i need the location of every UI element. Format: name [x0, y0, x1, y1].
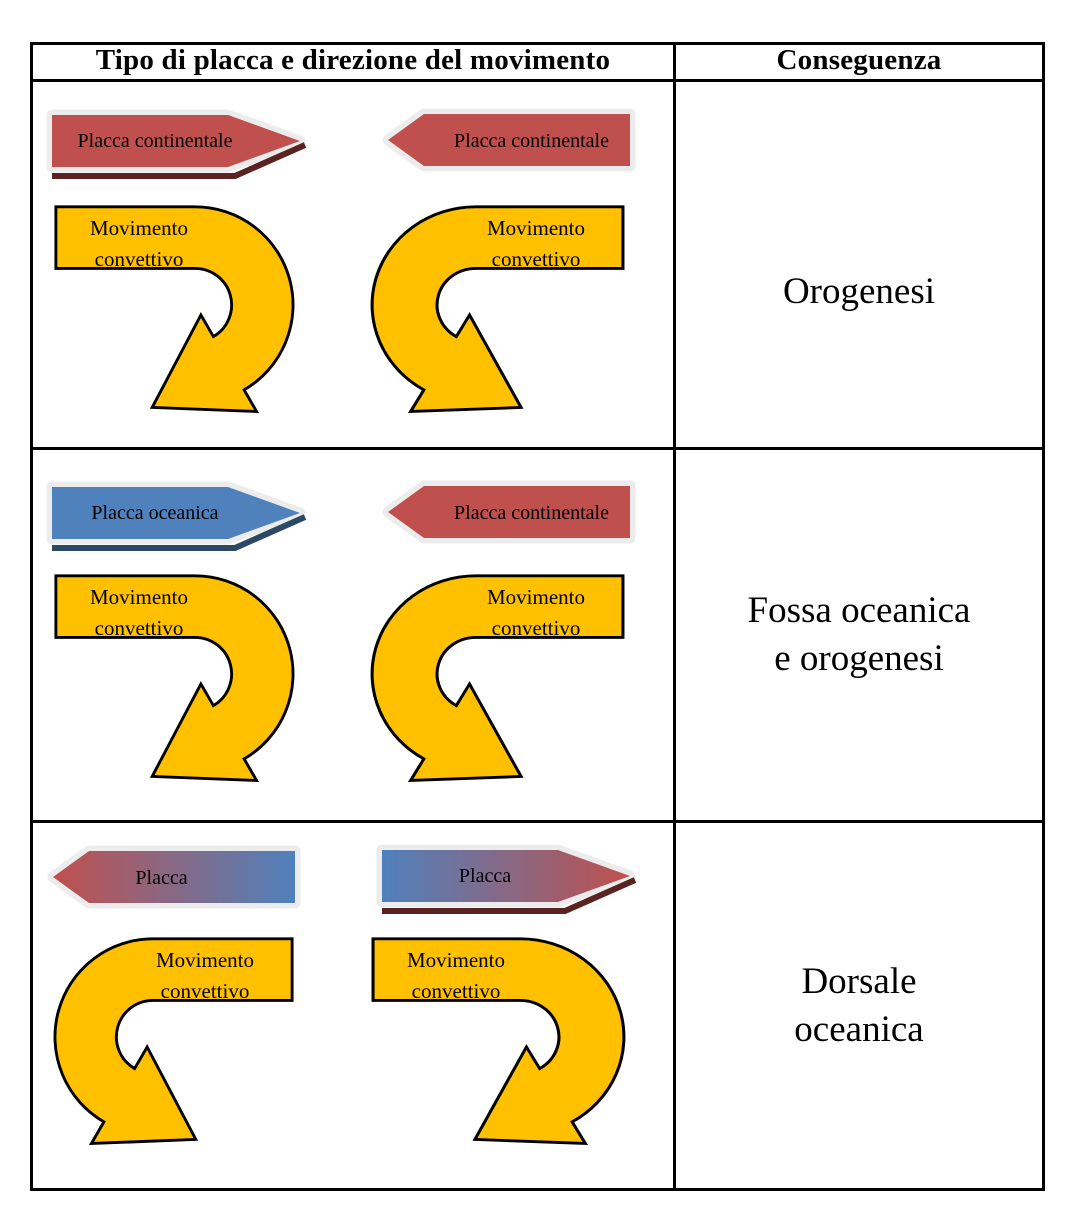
row2-separator — [30, 820, 1045, 823]
plate-shadow-stroke — [52, 142, 307, 179]
curved-arrow-graphic — [371, 937, 626, 1146]
consequence-text-line1: Orogenesi — [782, 271, 936, 312]
table-border-top — [30, 42, 1045, 45]
convection-label: Movimento convettivo — [55, 582, 223, 644]
convection-label: Movimento convettivo — [452, 213, 620, 275]
header-consequence-column: Conseguenza — [776, 44, 942, 76]
convection-label-line2: convettivo — [160, 979, 250, 1003]
row1-left-convection-arrow: Movimento convettivo — [53, 203, 295, 429]
plate-pentagon-right — [382, 850, 630, 902]
convection-label: Movimento convettivo — [372, 945, 540, 1007]
consequence-text-line2: oceanica — [794, 1008, 924, 1050]
convection-label: Movimento convettivo — [121, 945, 289, 1007]
row3-right-plate-arrow: Placca — [375, 840, 645, 922]
row2-left-convection-arrow: Movimento convettivo — [53, 572, 295, 798]
curved-arrow-graphic — [54, 205, 295, 414]
row2-left-plate-arrow: Placca oceanica — [45, 477, 315, 559]
plate-label: Placca continentale — [454, 129, 609, 152]
convection-label-line2: convettivo — [94, 616, 184, 640]
plate-arrow-graphic — [46, 109, 307, 179]
plate-pentagon-left — [388, 486, 630, 538]
plate-label: Placca continentale — [454, 501, 609, 524]
consequence-text-line1: Dorsale — [801, 960, 917, 1002]
row2-right-convection-arrow: Movimento convettivo — [370, 572, 626, 798]
plate-arrow-graphic — [46, 481, 307, 551]
curved-arrow-path — [54, 205, 295, 414]
consequence-text-line1: Fossa oceanica — [747, 590, 971, 631]
curved-arrow-graphic — [53, 937, 294, 1146]
convection-label-line2: convettivo — [94, 247, 184, 271]
row3-left-convection-arrow: Movimento convettivo — [53, 935, 295, 1161]
row3-left-plate-arrow: Placca — [45, 842, 303, 912]
row1-separator — [30, 447, 1045, 450]
row1-right-convection-arrow: Movimento convettivo — [370, 203, 626, 429]
header-movement-column: Tipo di placca e direzione del movimento — [95, 44, 611, 76]
convection-label-line1: Movimento — [487, 216, 585, 240]
plate-shadow-stroke — [52, 514, 307, 551]
column-divider — [673, 42, 676, 1191]
curved-arrow-graphic — [370, 574, 625, 783]
curved-arrow-graphic — [370, 205, 625, 414]
row2-right-plate-arrow: Placca continentale — [380, 477, 638, 547]
plate-arrow-graphic — [382, 480, 636, 544]
plate-label: Placca continentale — [77, 129, 233, 152]
convection-label: Movimento convettivo — [452, 582, 620, 644]
curved-arrow-path — [54, 574, 295, 783]
plate-shadow-stroke — [382, 877, 637, 914]
row1-right-plate-arrow: Placca continentale — [380, 105, 638, 175]
consequence-dorsale-oceanica: Dorsale oceanica — [676, 823, 1042, 1188]
curved-arrow-path — [371, 937, 626, 1146]
convection-label-line1: Movimento — [90, 585, 188, 609]
consequence-fossa-oceanica: Fossa oceanica e orogenesi — [676, 450, 1042, 820]
plate-pentagon-right — [52, 487, 300, 539]
convection-label-line1: Movimento — [407, 948, 505, 972]
plate-arrow-graphic — [376, 844, 637, 914]
convection-label-line1: Movimento — [487, 585, 585, 609]
curved-arrow-path — [370, 205, 625, 414]
plate-pentagon-left — [53, 851, 295, 903]
convection-label-line1: Movimento — [156, 948, 254, 972]
table-border-bottom — [30, 1188, 1045, 1191]
consequence-text-line2: e orogenesi — [774, 638, 944, 679]
row1-left-plate-arrow: Placca continentale — [45, 105, 315, 187]
curved-arrow-path — [370, 574, 625, 783]
convection-label-line1: Movimento — [90, 216, 188, 240]
plate-arrow-graphic — [382, 108, 636, 172]
plate-label: Placca — [135, 866, 188, 889]
convection-label-line2: convettivo — [491, 247, 581, 271]
plate-label: Placca — [458, 864, 512, 887]
table-border-right — [1042, 42, 1045, 1191]
curved-arrow-graphic — [54, 574, 295, 783]
header-separator — [30, 79, 1045, 82]
plate-label: Placca oceanica — [91, 501, 219, 524]
convection-label-line2: convettivo — [411, 979, 501, 1003]
convection-label: Movimento convettivo — [55, 213, 223, 275]
plate-pentagon-right — [52, 115, 300, 167]
consequence-orogenesi: Orogenesi — [676, 82, 1042, 447]
convection-label-line2: convettivo — [491, 616, 581, 640]
plate-arrow-graphic — [47, 845, 301, 909]
curved-arrow-path — [53, 937, 294, 1146]
row3-right-convection-arrow: Movimento convettivo — [370, 935, 626, 1161]
plate-pentagon-left — [388, 114, 630, 166]
table-border-left — [30, 42, 33, 1191]
